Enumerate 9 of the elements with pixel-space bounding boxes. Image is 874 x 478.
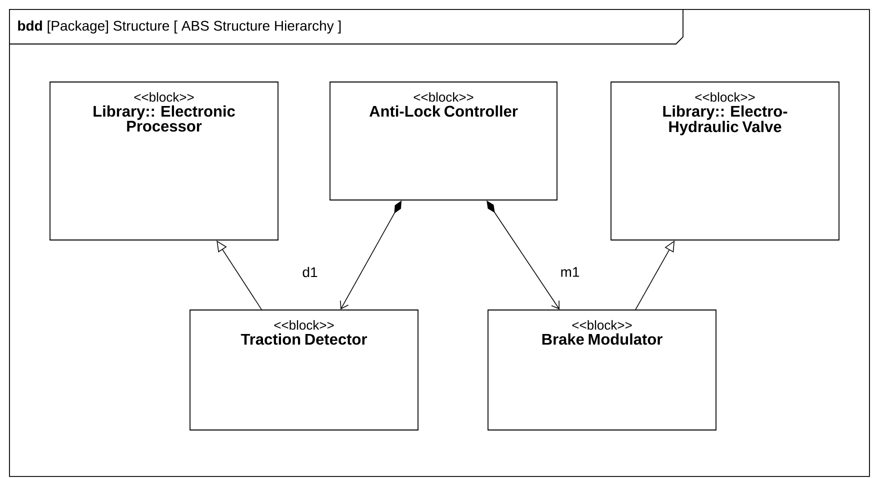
block-box: <<block>> Library:: Electronic Processor (50, 82, 278, 240)
frame-title: bdd [Package] Structure [ ABS Structure Hierarchy ] (18, 20, 341, 34)
block-box: <<block>> Traction Detector (190, 310, 418, 430)
block-box: <<block>> Brake Modulator (488, 310, 716, 430)
block-box: <<block>> Anti-Lock Controller (330, 82, 558, 200)
diagram-frame (9, 9, 870, 477)
edge-label: m1 (559, 266, 581, 278)
block-box: <<block>> Library:: Electro- Hydraulic Valve (610, 82, 840, 240)
edge-label: d1 (301, 266, 319, 278)
